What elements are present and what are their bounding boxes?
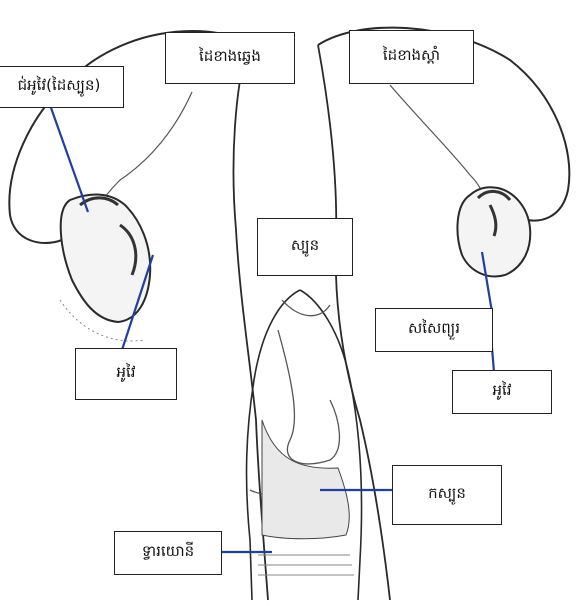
- right-horn-inner: [390, 85, 488, 205]
- label-cervix-text: កស្បូន: [428, 484, 466, 506]
- label-uterus-text: ស្បូន: [291, 236, 319, 258]
- label-ovary-right: អូវៃ: [452, 370, 552, 414]
- label-epididymis-hand: ជ់អូវៃ(ដៃស្បូន): [0, 66, 124, 108]
- label-cervix: កស្បូន: [392, 465, 502, 525]
- label-ligament: សសៃព្យួរ: [375, 308, 493, 352]
- label-vagina-text: ទ្វារយោនី: [142, 542, 194, 564]
- label-right-hand: ដៃខាងស្តាំ: [349, 30, 474, 84]
- label-ovary-left: អូវៃ: [75, 348, 177, 400]
- label-ovary-left-text: អូវៃ: [116, 363, 135, 385]
- label-vagina: ទ្វារយោនី: [114, 531, 222, 575]
- label-left-hand-text: ដៃខាងឆ្វេង: [199, 47, 261, 69]
- label-ligament-text: សសៃព្យួរ: [408, 319, 460, 341]
- label-right-hand-text: ដៃខាងស្តាំ: [383, 46, 440, 68]
- pointer-epididymis-hand: [50, 105, 88, 212]
- label-left-hand: ដៃខាងឆ្វេង: [165, 32, 295, 84]
- cervix-shading: [262, 420, 349, 539]
- label-uterus: ស្បូន: [257, 218, 353, 276]
- label-epididymis-hand-text: ជ់អូវៃ(ដៃស្បូន): [18, 76, 101, 98]
- vaginal-rings: [258, 555, 354, 575]
- left-horn-inner: [96, 92, 192, 210]
- label-ovary-right-text: អូវៃ: [492, 381, 511, 403]
